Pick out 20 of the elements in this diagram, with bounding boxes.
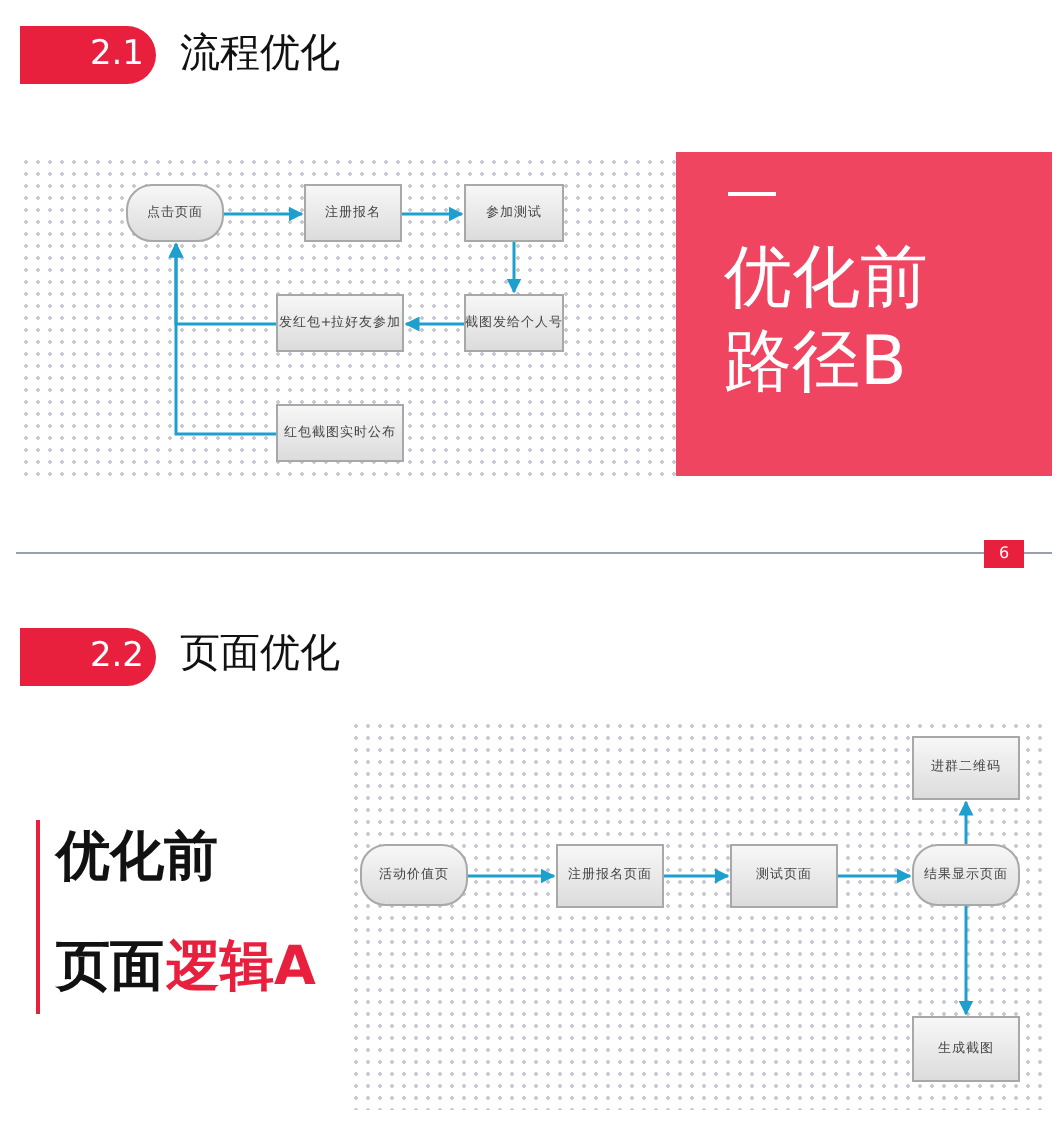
title-card [676, 152, 1052, 476]
arrow [838, 868, 912, 884]
highlight-text: 逻辑A [166, 934, 316, 1002]
heading-text: 优化前 [56, 824, 218, 892]
section-badge: 2.1 [20, 26, 156, 84]
arrow [404, 316, 464, 332]
card-heading: 优化前路径B [724, 236, 930, 404]
arrow [958, 906, 974, 1016]
arrow [506, 242, 522, 294]
section-badge: 2.2 [20, 628, 156, 686]
section-title: 流程优化 [180, 26, 340, 80]
arrow [664, 868, 730, 884]
arrow [168, 242, 276, 436]
section-title: 页面优化 [180, 626, 340, 680]
arrow [468, 868, 556, 884]
arrow [224, 206, 304, 222]
arrow [958, 800, 974, 844]
page-number: 6 [984, 540, 1024, 568]
arrow [402, 206, 464, 222]
heading-text: 页面 [56, 934, 164, 1002]
